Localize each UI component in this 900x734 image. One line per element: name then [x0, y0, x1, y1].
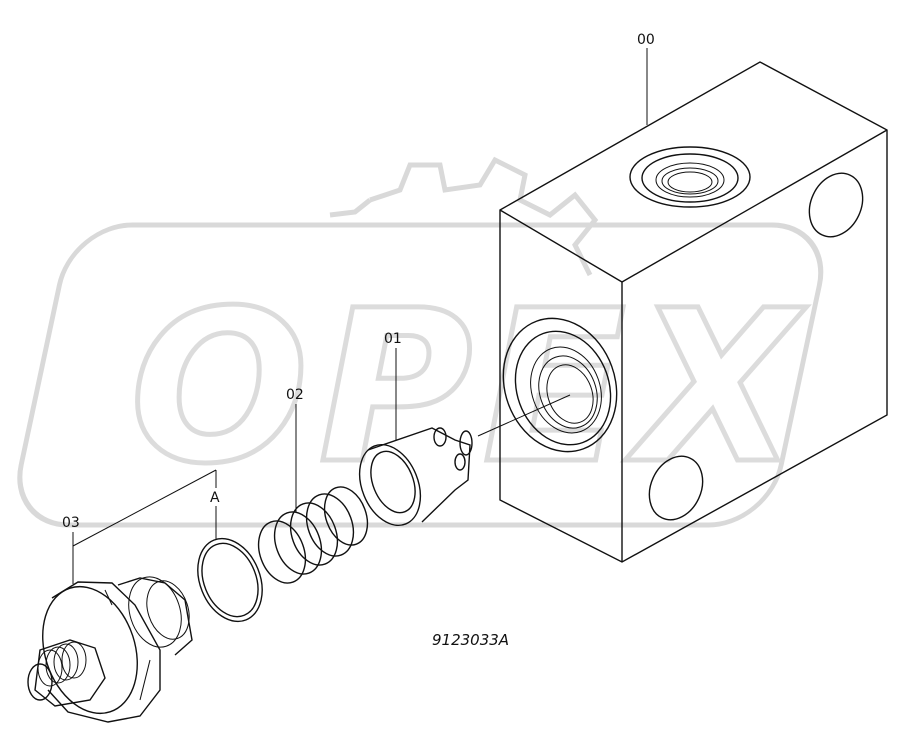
- callout-01: 01: [384, 331, 402, 347]
- watermark-text: OPEX: [130, 265, 808, 510]
- spring: [257, 486, 369, 584]
- drawing-number: 9123033A: [432, 631, 509, 649]
- valve-body: [499, 61, 888, 563]
- watermark-logo: OPEX: [17, 156, 824, 528]
- poppet: [358, 394, 571, 527]
- plug: [27, 576, 193, 723]
- leader-lines: [72, 48, 648, 584]
- watermark-frame: [17, 222, 824, 528]
- callout-a: A: [210, 490, 220, 506]
- assembly-axis-line: [477, 394, 571, 437]
- watermark-gear: [369, 156, 599, 277]
- callout-00: 00: [637, 32, 655, 48]
- callout-02: 02: [286, 387, 304, 403]
- callout-03: 03: [62, 515, 80, 531]
- o-ring: [197, 537, 263, 623]
